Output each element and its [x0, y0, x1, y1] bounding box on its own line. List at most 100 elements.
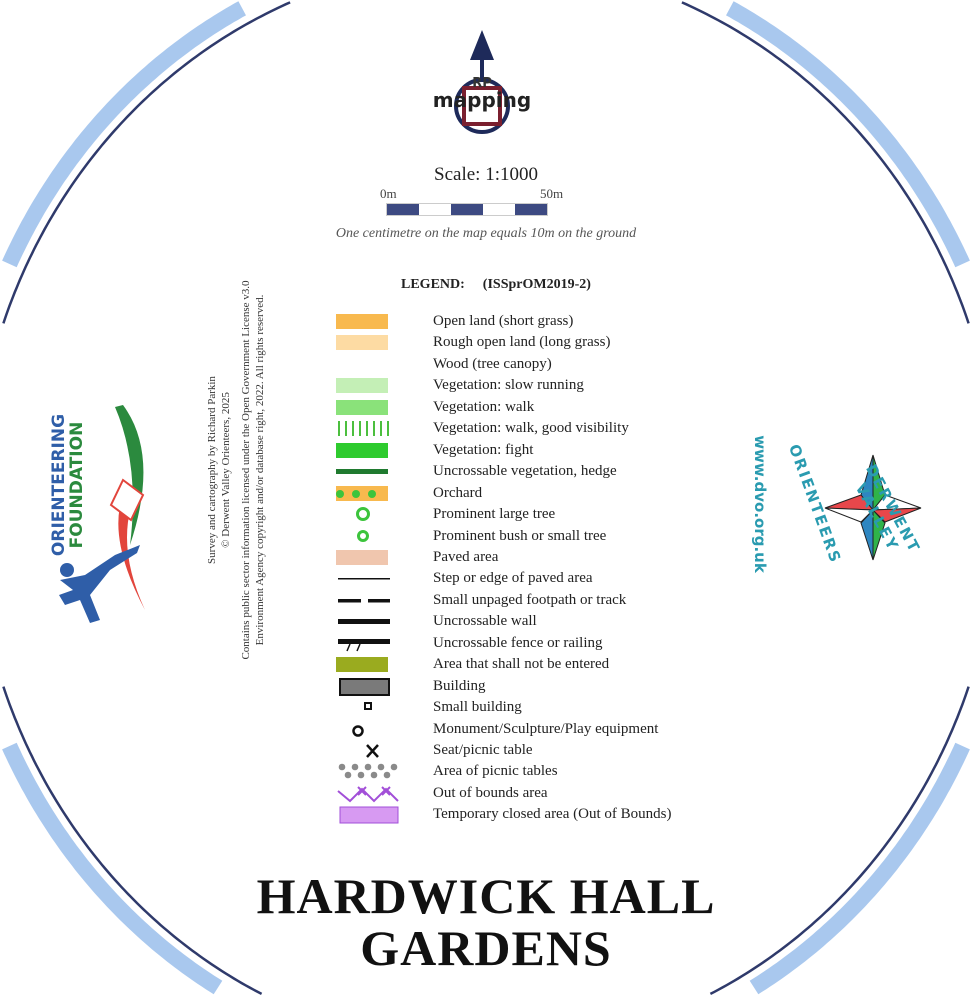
- legend-item-label: Temporary closed area (Out of Bounds): [433, 806, 672, 823]
- legend-item-label: Prominent large tree: [433, 506, 556, 523]
- legend-symbol-wall-icon: [330, 611, 405, 632]
- scale-note: One centimetre on the map equals 10m on …: [335, 226, 637, 241]
- rp-logo-text-top: RP: [472, 76, 492, 91]
- legend-symbol-fill-icon: [330, 375, 405, 396]
- legend-item: Small building: [330, 697, 750, 718]
- legend-item: Uncrossable fence or railing: [330, 633, 750, 654]
- legend-symbol-cross-icon: [330, 740, 405, 761]
- scale-start-label: 0m: [380, 186, 397, 201]
- border-arc: [749, 742, 970, 995]
- dvo-logo: www.dvo.org.uk ORIENTEERS DERWENT VALLEY: [745, 415, 945, 595]
- legend-item: Temporary closed area (Out of Bounds): [330, 804, 750, 825]
- legend-item-label: Seat/picnic table: [433, 742, 533, 758]
- legend-symbol-building-icon: [330, 676, 405, 697]
- credit-license: Contains public sector information licen…: [240, 280, 252, 660]
- north-arrow-icon: [454, 30, 510, 134]
- legend-item: Area that shall not be entered: [330, 654, 750, 675]
- legend-symbol-smallbox-icon: [330, 697, 405, 718]
- legend-item: Out of bounds area: [330, 783, 750, 804]
- legend-symbol-fill-icon: [330, 654, 405, 675]
- border-arc: [709, 686, 970, 996]
- dvo-website: www.dvo.org.uk: [751, 435, 769, 573]
- legend-item: Small unpaged footpath or track: [330, 590, 750, 611]
- credit-environment-agency: Environment Agency copyright and/or data…: [254, 294, 266, 646]
- legend-item: Open land (short grass): [330, 311, 750, 332]
- legend-item-label: Area of picnic tables: [433, 763, 558, 780]
- legend-symbol-zigzag-icon: [330, 783, 405, 804]
- orienteering-foundation-logo: ORIENTEERING FOUNDATION: [45, 395, 155, 630]
- legend-item-label: Building: [433, 677, 486, 694]
- legend-item: Rough open land (long grass): [330, 332, 750, 353]
- legend-item-label: Vegetation: fight: [433, 441, 534, 458]
- legend-symbol-dots-icon: [330, 761, 405, 782]
- legend-symbol-dot-icon: [330, 526, 405, 547]
- map-title-line2: GARDENS: [360, 920, 612, 976]
- legend-item: Monument/Sculpture/Play equipment: [330, 719, 750, 740]
- legend-item-label: Vegetation: slow running: [433, 377, 584, 394]
- border-arc: [726, 1, 970, 268]
- credit-copyright: © Derwent Valley Orienteers, 2025: [220, 392, 232, 548]
- of-logo-line2: FOUNDATION: [67, 421, 87, 549]
- legend-title: LEGEND: (ISSprOM2019-2): [401, 277, 591, 293]
- legend-symbol-thickline-icon: [330, 461, 405, 482]
- legend-item-label: Small unpaged footpath or track: [433, 591, 627, 608]
- legend-symbol-closed-icon: [330, 804, 405, 825]
- legend-item: Orchard: [330, 483, 750, 504]
- legend-item: Prominent large tree: [330, 504, 750, 525]
- legend-item: Wood (tree canopy): [330, 354, 750, 375]
- legend-item-label: Prominent bush or small tree: [433, 527, 607, 544]
- border-arc: [2, 742, 223, 995]
- legend-item-label: Step or edge of paved area: [433, 570, 593, 587]
- legend-item-label: Monument/Sculpture/Play equipment: [433, 720, 659, 737]
- legend-item-label: Area that shall not be entered: [433, 656, 610, 673]
- runner-icon: [59, 405, 145, 623]
- legend-standard: (ISSprOM2019-2): [482, 277, 591, 292]
- legend-symbol-fill-icon: [330, 547, 405, 568]
- rp-mapping-logo: RP mapping: [420, 28, 550, 143]
- legend-item-label: Vegetation: walk: [433, 398, 535, 415]
- scale-bar: [386, 203, 548, 216]
- border-arc: [2, 1, 246, 268]
- legend-item-label: Uncrossable fence or railing: [433, 634, 603, 651]
- legend-item-label: Vegetation: walk, good visibility: [433, 420, 629, 437]
- legend-item: Prominent bush or small tree: [330, 526, 750, 547]
- legend-item: Vegetation: fight: [330, 440, 750, 461]
- legend-symbol-fill-icon: [330, 332, 405, 353]
- border-arc: [2, 1, 291, 324]
- legend-symbol-orchard-icon: [330, 483, 405, 504]
- legend-item-label: Wood (tree canopy): [433, 355, 552, 372]
- legend-symbol-fill-icon: [330, 397, 405, 418]
- legend-item-label: Out of bounds area: [433, 784, 548, 801]
- legend-item: Step or edge of paved area: [330, 568, 750, 589]
- of-logo-line1: ORIENTEERING: [49, 413, 69, 557]
- legend-item: Vegetation: slow running: [330, 375, 750, 396]
- legend-symbol-fence-icon: [330, 633, 405, 654]
- border-arc: [2, 686, 263, 996]
- legend-item: Vegetation: walk: [330, 397, 750, 418]
- legend-item: Vegetation: walk, good visibility: [330, 418, 750, 439]
- legend-symbol-dashed-icon: [330, 590, 405, 611]
- legend-item-label: Rough open land (long grass): [433, 334, 611, 351]
- legend-symbol-fill-icon: [330, 440, 405, 461]
- legend-item-label: Uncrossable wall: [433, 613, 537, 630]
- legend-item-label: Orchard: [433, 484, 483, 501]
- scale-end-label: 50m: [540, 186, 564, 201]
- map-title-line1: HARDWICK HALL: [256, 868, 716, 924]
- legend-item-label: Uncrossable vegetation, hedge: [433, 463, 617, 480]
- legend-item: Building: [330, 676, 750, 697]
- legend-item: Seat/picnic table: [330, 740, 750, 761]
- legend-item: Uncrossable vegetation, hedge: [330, 461, 750, 482]
- legend-symbol-stripes-icon: [330, 418, 405, 439]
- legend-item-label: Open land (short grass): [433, 313, 574, 329]
- legend-heading: LEGEND:: [401, 277, 465, 292]
- legend-item: Paved area: [330, 547, 750, 568]
- legend-item: Uncrossable wall: [330, 611, 750, 632]
- compass-star-icon: [824, 454, 922, 561]
- legend-item-label: Paved area: [433, 548, 499, 565]
- credits: Survey and cartography by Richard Parkin…: [205, 240, 267, 700]
- legend-item-label: Small building: [433, 699, 522, 716]
- scale-title: Scale: 1:1000: [434, 164, 538, 185]
- legend-symbol-none-icon: [330, 354, 405, 375]
